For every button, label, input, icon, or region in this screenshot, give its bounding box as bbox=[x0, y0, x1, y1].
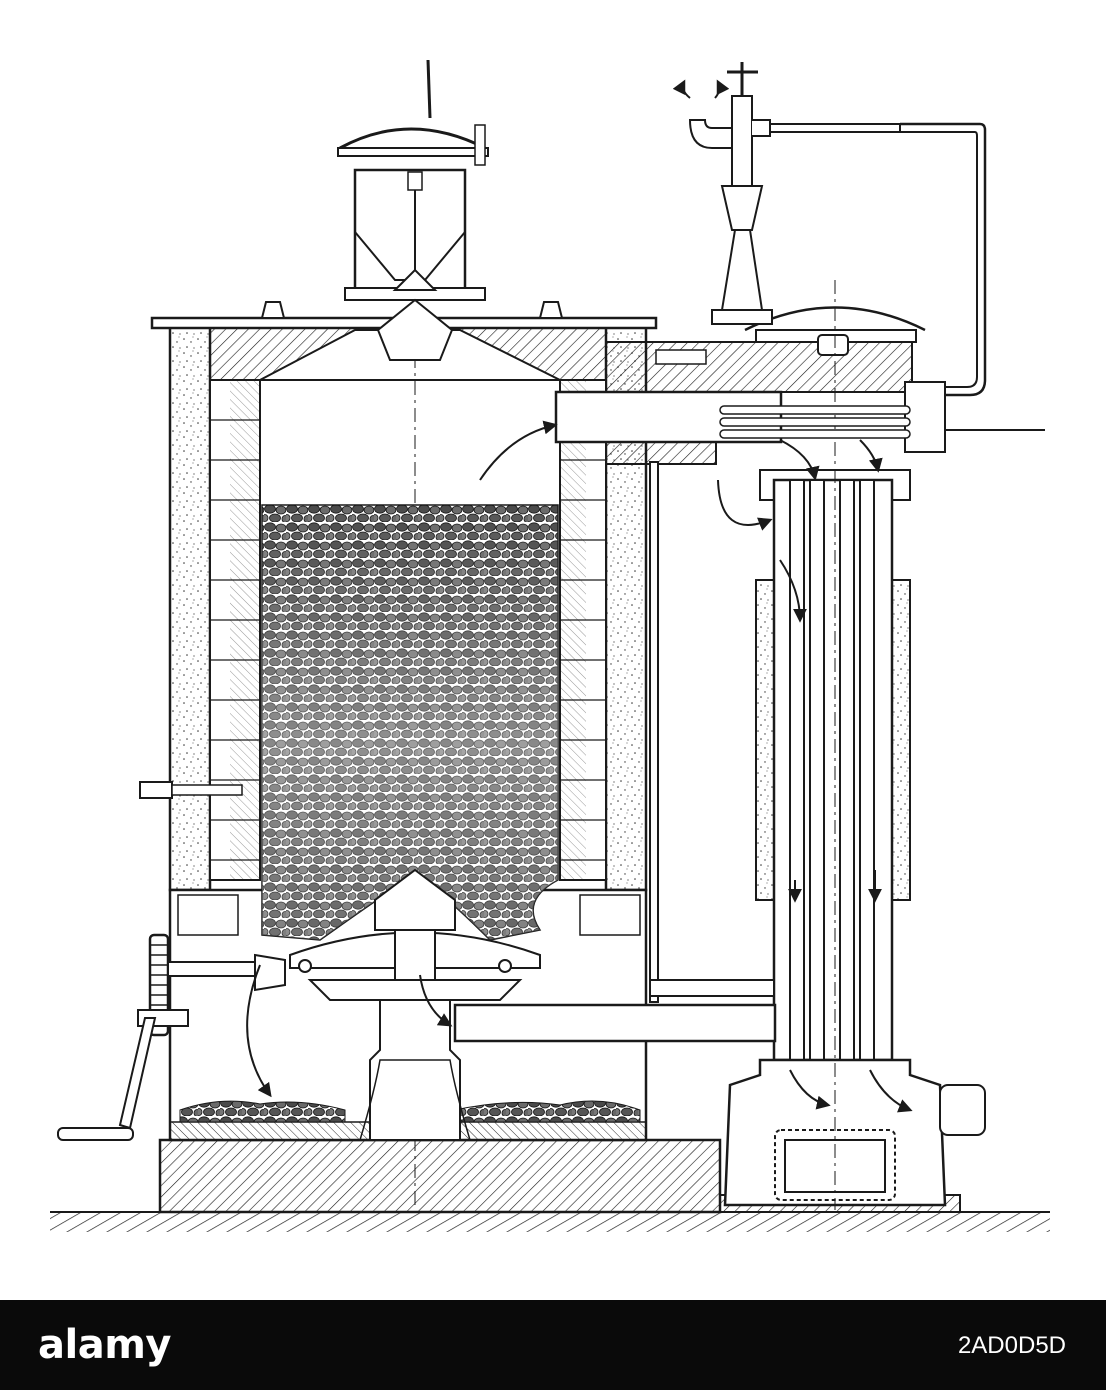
crank-gear bbox=[57, 781, 286, 1141]
alamy-logo: alamy bbox=[38, 1322, 171, 1368]
coal-charge bbox=[179, 504, 641, 1123]
steam-valve bbox=[688, 62, 1045, 453]
stock-footer: alamy 2AD0D5D bbox=[0, 1300, 1106, 1390]
ground bbox=[50, 1211, 1050, 1232]
charging-hopper bbox=[337, 59, 489, 361]
gas-outlet-flue bbox=[554, 341, 913, 465]
grate-column bbox=[289, 868, 541, 1141]
gas-producer-engraving bbox=[50, 59, 1050, 1232]
image-id: 2AD0D5D bbox=[957, 1332, 1066, 1359]
flow-arrows bbox=[246, 79, 913, 1113]
regenerator-column bbox=[453, 280, 986, 1210]
